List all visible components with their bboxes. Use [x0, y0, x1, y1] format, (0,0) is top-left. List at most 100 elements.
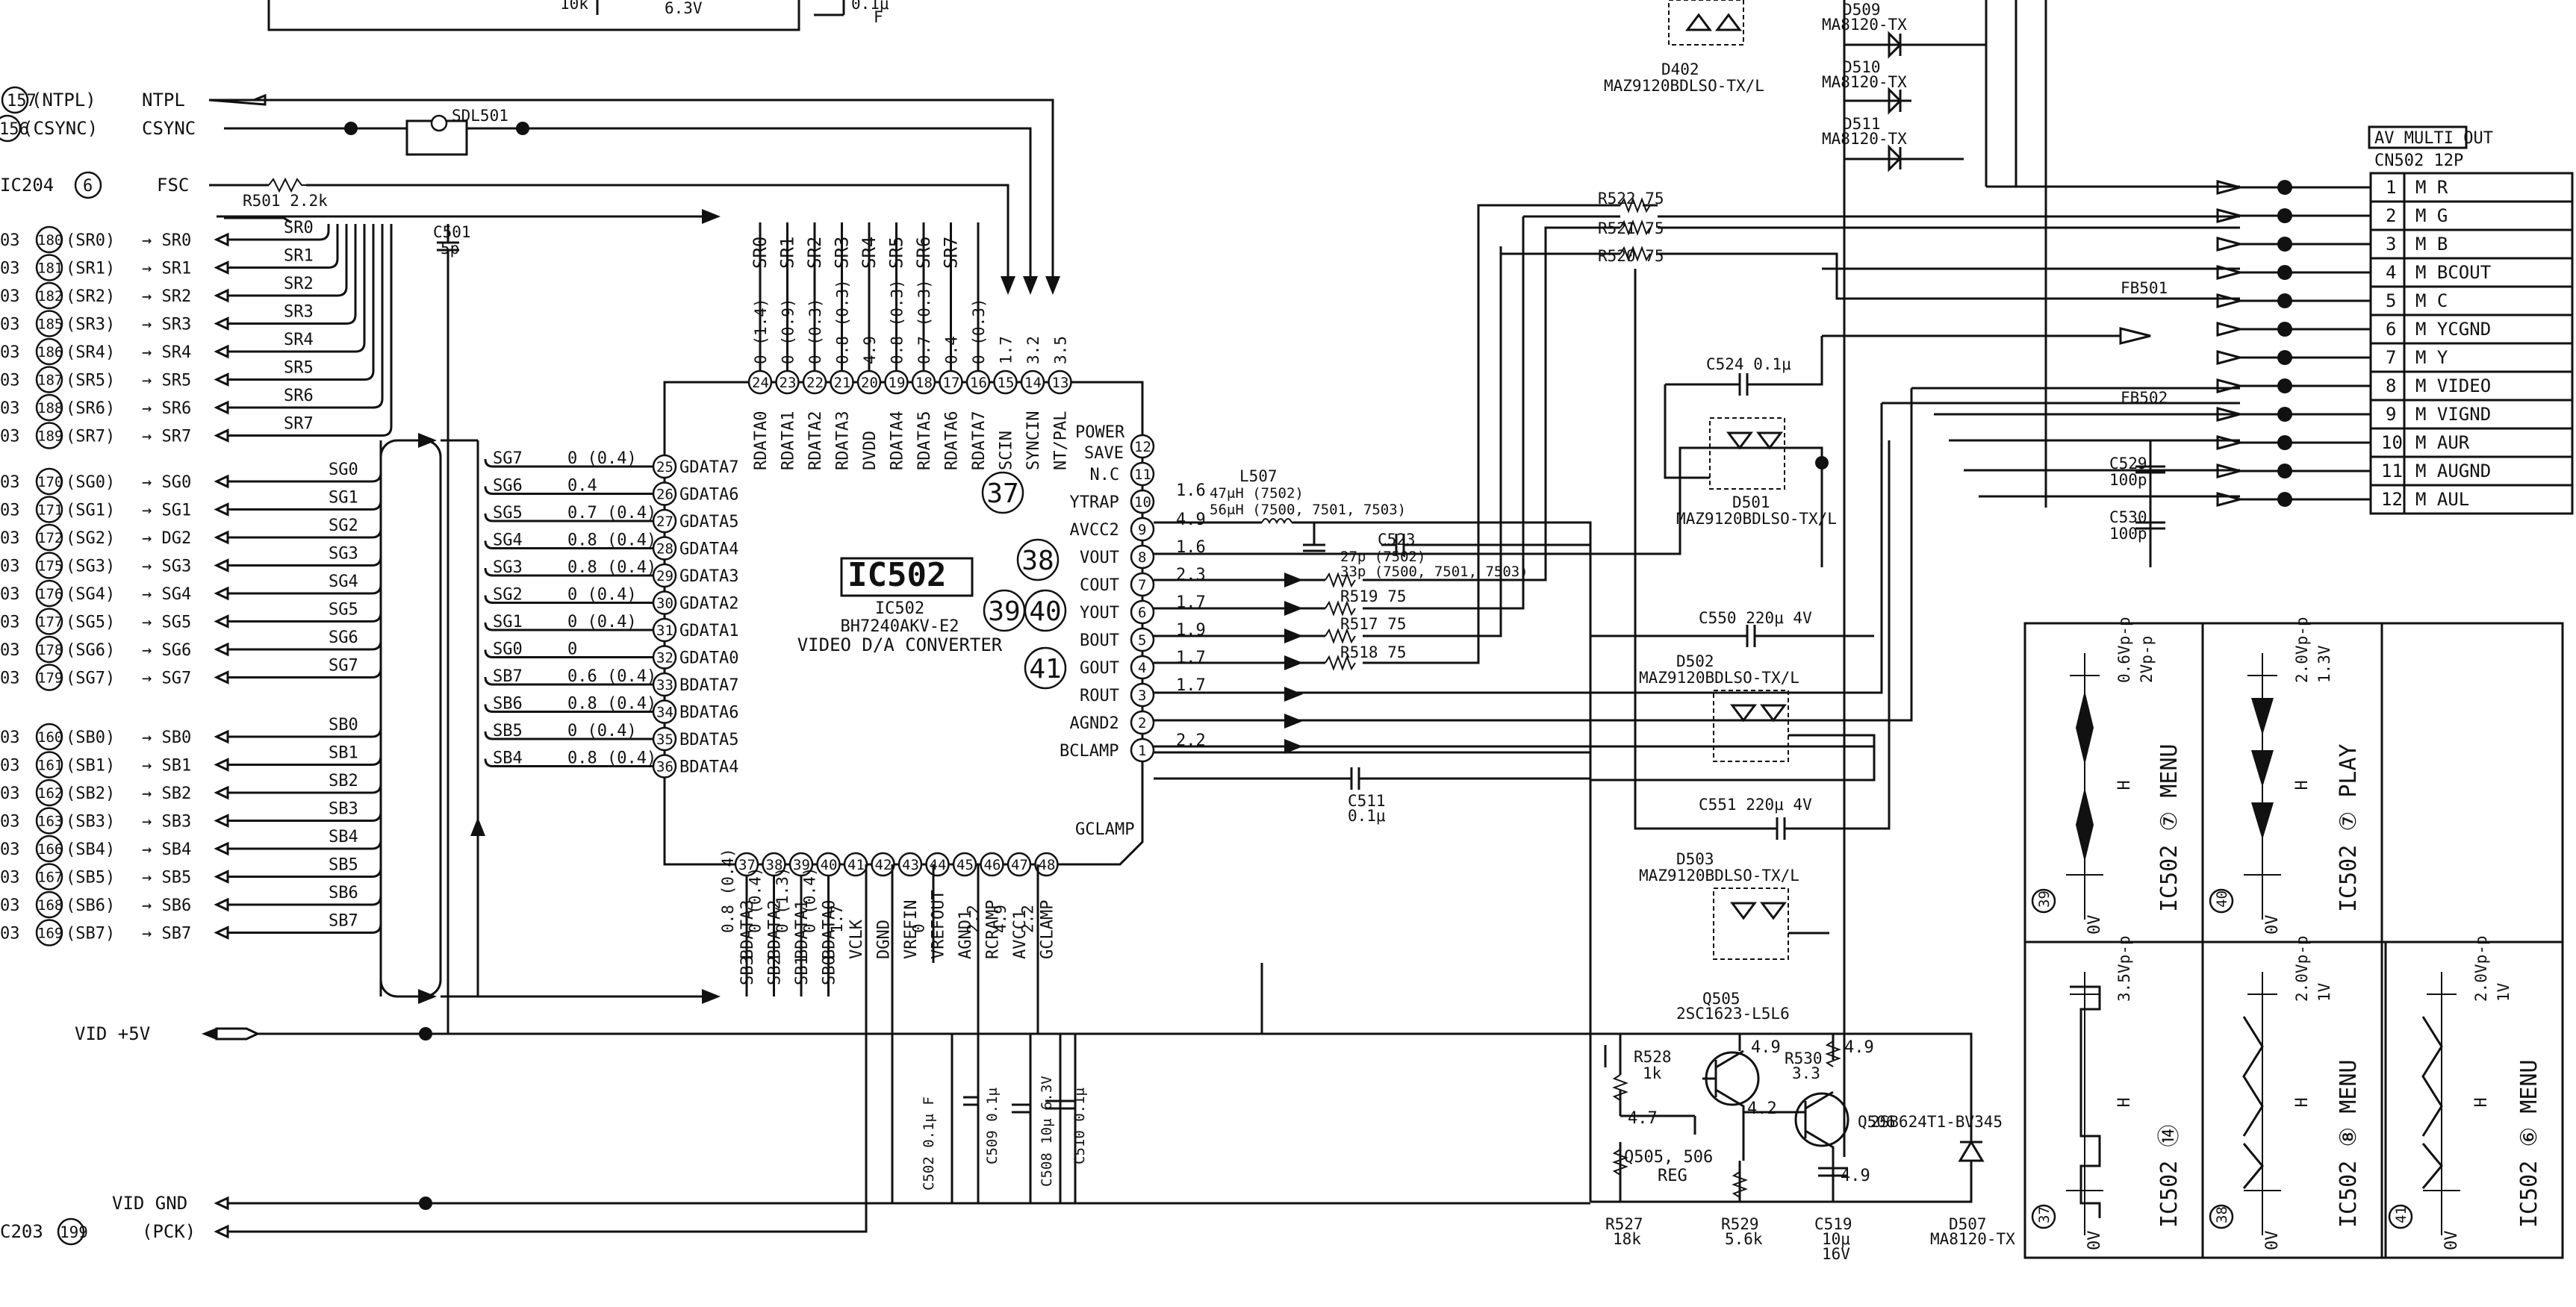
row-sig: → SB6 [142, 896, 191, 915]
ic-pin-sig: SG0 [493, 640, 523, 659]
ic-pin-name: RDATA3 [834, 411, 853, 470]
d503: D503 [1676, 850, 1714, 868]
row-name: (SR1) [66, 260, 115, 278]
ic-pin-voltage: 0 (0.3) [806, 298, 824, 364]
r528-a: R528 [1634, 1048, 1672, 1066]
ic-pin-num: 18 [915, 375, 933, 391]
sr-tag: SR6 [284, 387, 314, 405]
waveform-v1: 3.5Vp-p [2115, 935, 2133, 1002]
row-name: (SR6) [66, 399, 115, 418]
waveform-zero: 0V [2263, 1231, 2282, 1251]
ic-pin-voltage: 0.8 (0.4) [567, 749, 656, 768]
ic-pin-voltage: 4.9 [992, 905, 1009, 933]
waveform-v2: 1V [2315, 982, 2333, 1002]
sg-tag: SG0 [329, 461, 358, 479]
row-sig: → DG2 [142, 529, 191, 548]
ic-pin-name: GDATA6 [679, 486, 738, 505]
row-circle [35, 310, 63, 337]
ic-pin-name: RDATA2 [806, 411, 825, 470]
ic-pin-name: GOUT [1080, 659, 1119, 678]
waveform-zero: 0V [2085, 915, 2104, 935]
row-wire [214, 224, 393, 443]
ic-pin-voltage: 0 (0.4) [567, 613, 637, 631]
ref-circle-41 [1024, 646, 1067, 690]
ic-pin-name: BCLAMP [1060, 742, 1119, 761]
row-circle [35, 890, 63, 919]
connector-pin-label: M AUL [2415, 489, 2469, 510]
row-circle [35, 807, 63, 835]
ic-pin-voltage: 1.7 [998, 336, 1015, 364]
ic-pin-num: 6 [1138, 605, 1146, 621]
connector-pin-label: M Y [2415, 347, 2448, 368]
r501-label: R501 2.2k [243, 192, 328, 210]
row-name: (SR5) [66, 372, 115, 390]
ic-pin-num: 32 [656, 650, 673, 667]
row-sig: → SR3 [142, 316, 191, 334]
ic-pin-name: COUT [1080, 576, 1119, 595]
sg-tag: SG6 [329, 628, 358, 647]
row-name: (SG2) [66, 529, 115, 548]
ic-pin-voltage: 0.8 (0.3) [889, 279, 906, 364]
waveform-trace [2421, 1016, 2443, 1189]
connector-title: AV MULTI OUT [2374, 129, 2493, 148]
waveform-markers [2244, 993, 2281, 1191]
ic-pin-num: 21 [834, 375, 851, 391]
row-prefix: 03 [0, 372, 20, 390]
top-frag-r: 10k [560, 0, 588, 13]
top-frag-c: 6.3V [665, 0, 703, 17]
row-circle [35, 919, 63, 946]
connector-pin-num: 4 [2386, 262, 2396, 283]
ic502-function: VIDEO D/A CONVERTER [797, 634, 1003, 655]
connector-wire [2216, 492, 2371, 507]
row-circle [35, 835, 63, 863]
d503p: MAZ9120BDLSO-TX/L [1639, 867, 1799, 885]
r527-a: R527 [1605, 1215, 1643, 1233]
connector-wire [2216, 464, 2371, 478]
ic-pin-voltage: 1.6 [1176, 481, 1206, 500]
row-circle-num: 167 [37, 870, 63, 886]
connector-wire [2216, 237, 2371, 252]
top-sig: SR1 [777, 237, 798, 269]
bus-box [379, 439, 442, 998]
sg-tag: SG1 [329, 489, 358, 508]
row-circle [35, 579, 63, 608]
ic-pin-voltage: 0.4 [567, 477, 597, 496]
sr-tag: SR5 [284, 359, 314, 378]
ntpl-sig: NTPL [142, 90, 185, 110]
ic-pin-voltage: 2.3 [1176, 566, 1206, 584]
row-prefix: 03 [0, 428, 20, 446]
row-wire [214, 224, 366, 359]
row-circle [35, 723, 63, 751]
r528-b: 1k [1643, 1064, 1662, 1082]
ic-pin-wire [484, 622, 653, 631]
sg-tag: SG3 [329, 545, 358, 564]
waveform-v1: 0.6Vp-p [2115, 617, 2133, 683]
d502: D502 [1676, 652, 1714, 670]
ic-pin-voltage: 0.8 (0.3) [834, 279, 852, 364]
c501: C501 5p [433, 223, 471, 1034]
ic-pin-num: 7 [1138, 577, 1146, 593]
ic-pin-voltage: 0.8 (0.4) [567, 695, 656, 714]
top-sig: SR0 [750, 237, 771, 269]
row-circle [35, 337, 63, 366]
row-circle-num: 181 [37, 261, 63, 277]
row-circle [35, 635, 63, 664]
q505-a: Q505 [1702, 990, 1740, 1008]
c519-c: 16V [1822, 1245, 1850, 1263]
ic-pin [897, 852, 923, 877]
waveform-h: H [2472, 1097, 2491, 1107]
sr-tag: SR4 [284, 331, 314, 349]
row-sig: → SR2 [142, 287, 191, 306]
ic-pin-name: BDATA2 [766, 900, 785, 959]
ic-pin-voltage: 2.2 [1019, 905, 1037, 933]
ic-pin-num: 1 [1138, 743, 1146, 759]
ic-pin [1130, 627, 1155, 652]
ic-pin-voltage: 0 (1.4) [752, 298, 770, 364]
ic-pin-voltage: 1.7 [828, 905, 846, 933]
connector-wire [2216, 208, 2371, 223]
ic-pin-name: DGND [875, 920, 894, 959]
ic-pin [1048, 369, 1072, 395]
ic-pin-sig: SG1 [493, 613, 523, 631]
ic-pin [1130, 517, 1155, 542]
c529-a: C529 [2109, 455, 2147, 472]
